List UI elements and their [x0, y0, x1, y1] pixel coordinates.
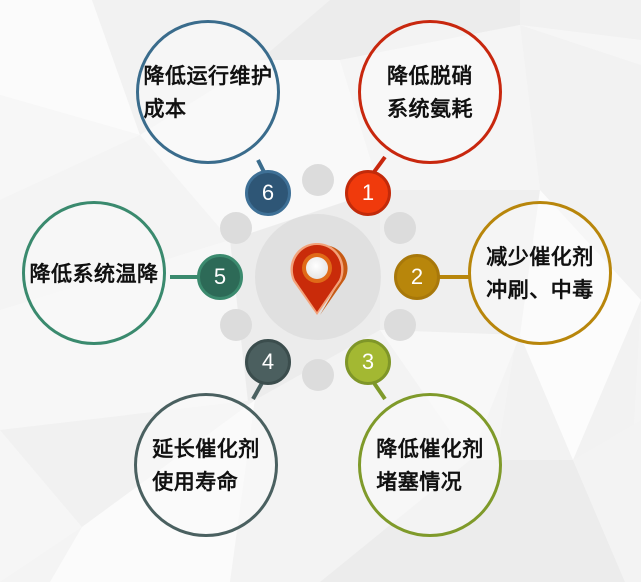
number-badge-5: 5: [197, 254, 243, 300]
goal-label-2: 减少催化剂 冲刷、中毒: [486, 244, 594, 302]
decorative-dot: [384, 212, 416, 244]
goal-circle-1: 降低脱硝 系统氨耗: [358, 20, 502, 164]
goal-label-3: 降低催化剂 堵塞情况: [376, 436, 484, 494]
decorative-dot: [302, 359, 334, 391]
decorative-dot: [302, 164, 334, 196]
goal-label-4: 延长催化剂 使用寿命: [152, 436, 260, 494]
goal-circle-3: 降低催化剂 堵塞情况: [358, 393, 502, 537]
number-badge-6: 6: [245, 170, 291, 216]
goal-label-5: 降低系统温降: [29, 260, 159, 286]
goal-label-6: 降低运行维护 成本: [143, 63, 273, 121]
goal-circle-5: 降低系统温降: [22, 201, 166, 345]
goal-circle-2: 减少催化剂 冲刷、中毒: [468, 201, 612, 345]
goal-circle-6: 降低运行维护 成本: [136, 20, 280, 164]
number-badge-4: 4: [245, 339, 291, 385]
number-badge-3: 3: [345, 339, 391, 385]
number-badge-2: 2: [394, 254, 440, 300]
map-pin-icon: [290, 243, 348, 315]
decorative-dot: [220, 212, 252, 244]
goal-label-1: 降低脱硝 系统氨耗: [387, 63, 473, 121]
decorative-dot: [220, 309, 252, 341]
number-badge-1: 1: [345, 170, 391, 216]
goal-circle-4: 延长催化剂 使用寿命: [134, 393, 278, 537]
decorative-dot: [384, 309, 416, 341]
